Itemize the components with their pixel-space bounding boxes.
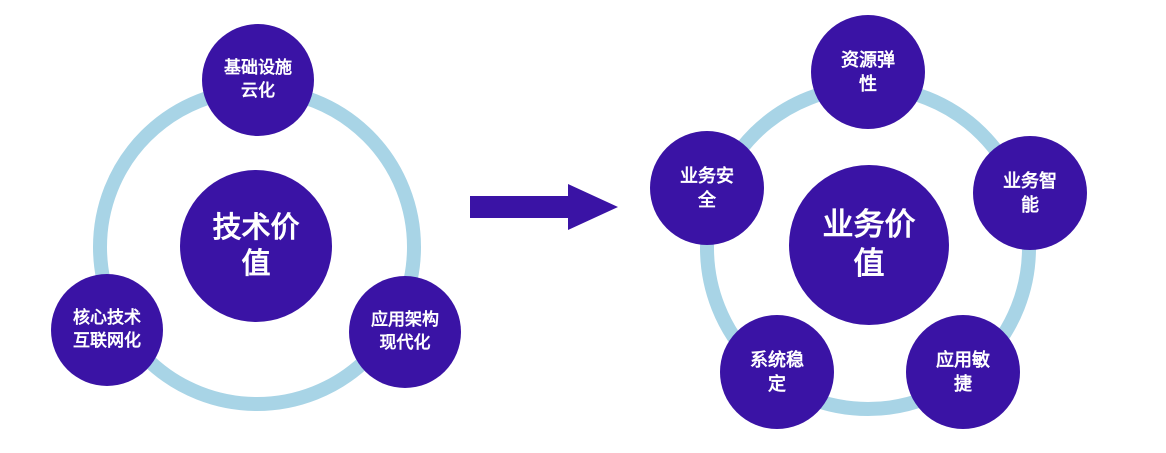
- circle-label-line: 云化: [241, 81, 275, 100]
- circle-label-line: 应用敏: [936, 349, 990, 370]
- satellite-system-stability: 系统稳 定: [720, 315, 834, 429]
- satellite-infrastructure-cloud: 基础设施 云化: [202, 24, 314, 136]
- circle-label-line: 系统稳: [750, 349, 804, 370]
- circle-label-line: 核心技术: [73, 308, 141, 328]
- arrow-right-icon: [470, 184, 618, 235]
- circle-label-line: 应用架构: [371, 310, 439, 330]
- satellite-resource-elasticity: 资源弹 性: [811, 15, 925, 129]
- circle-label-line: 业务智: [1003, 170, 1057, 191]
- circle-label-line: 现代化: [379, 333, 431, 352]
- tech-value-center-circle: 技术价 值: [180, 170, 332, 322]
- circle-label-line: 技术价: [212, 211, 300, 244]
- satellite-app-agility: 应用敏 捷: [906, 315, 1020, 429]
- satellite-app-architecture: 应用架构 现代化: [349, 276, 461, 388]
- circle-label-line: 全: [698, 190, 716, 210]
- satellite-core-tech-internet: 核心技术 互联网化: [51, 274, 163, 386]
- circle-label-line: 资源弹: [841, 49, 895, 70]
- business-value-center-circle: 业务价 值: [789, 165, 949, 325]
- circle-label-line: 值: [241, 248, 271, 280]
- circle-label-line: 能: [1021, 195, 1039, 215]
- circle-label-line: 互联网化: [73, 331, 141, 350]
- circle-label-line: 值: [853, 246, 885, 281]
- circle-label-line: 捷: [954, 374, 972, 394]
- circle-label-line: 性: [859, 74, 877, 94]
- circle-label-line: 基础设施: [224, 58, 292, 78]
- satellite-business-security: 业务安 全: [650, 131, 764, 245]
- circle-label-line: 业务安: [680, 165, 734, 186]
- circle-label-line: 业务价: [822, 207, 916, 243]
- satellite-business-intelligence: 业务智 能: [973, 136, 1087, 250]
- circle-label-line: 定: [768, 374, 786, 394]
